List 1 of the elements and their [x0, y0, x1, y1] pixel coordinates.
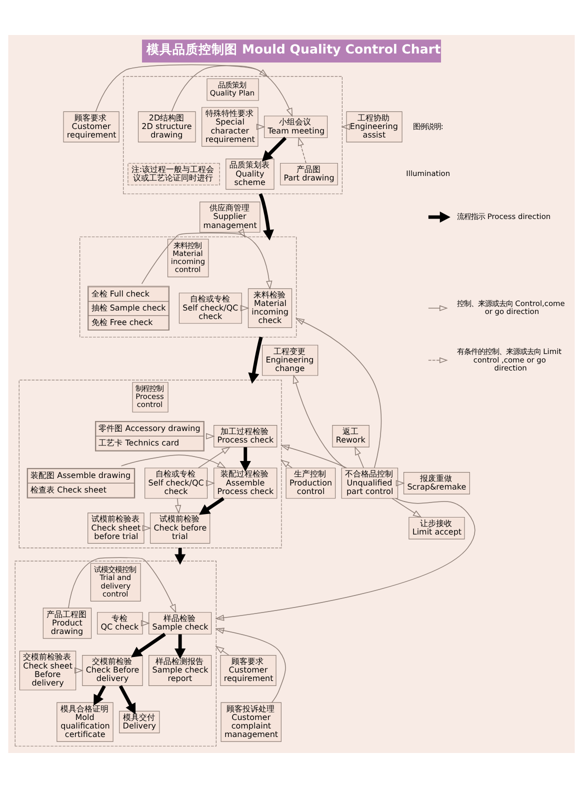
diagram-title: 模具品质控制图 Mould Quality Control Chart	[146, 41, 441, 56]
